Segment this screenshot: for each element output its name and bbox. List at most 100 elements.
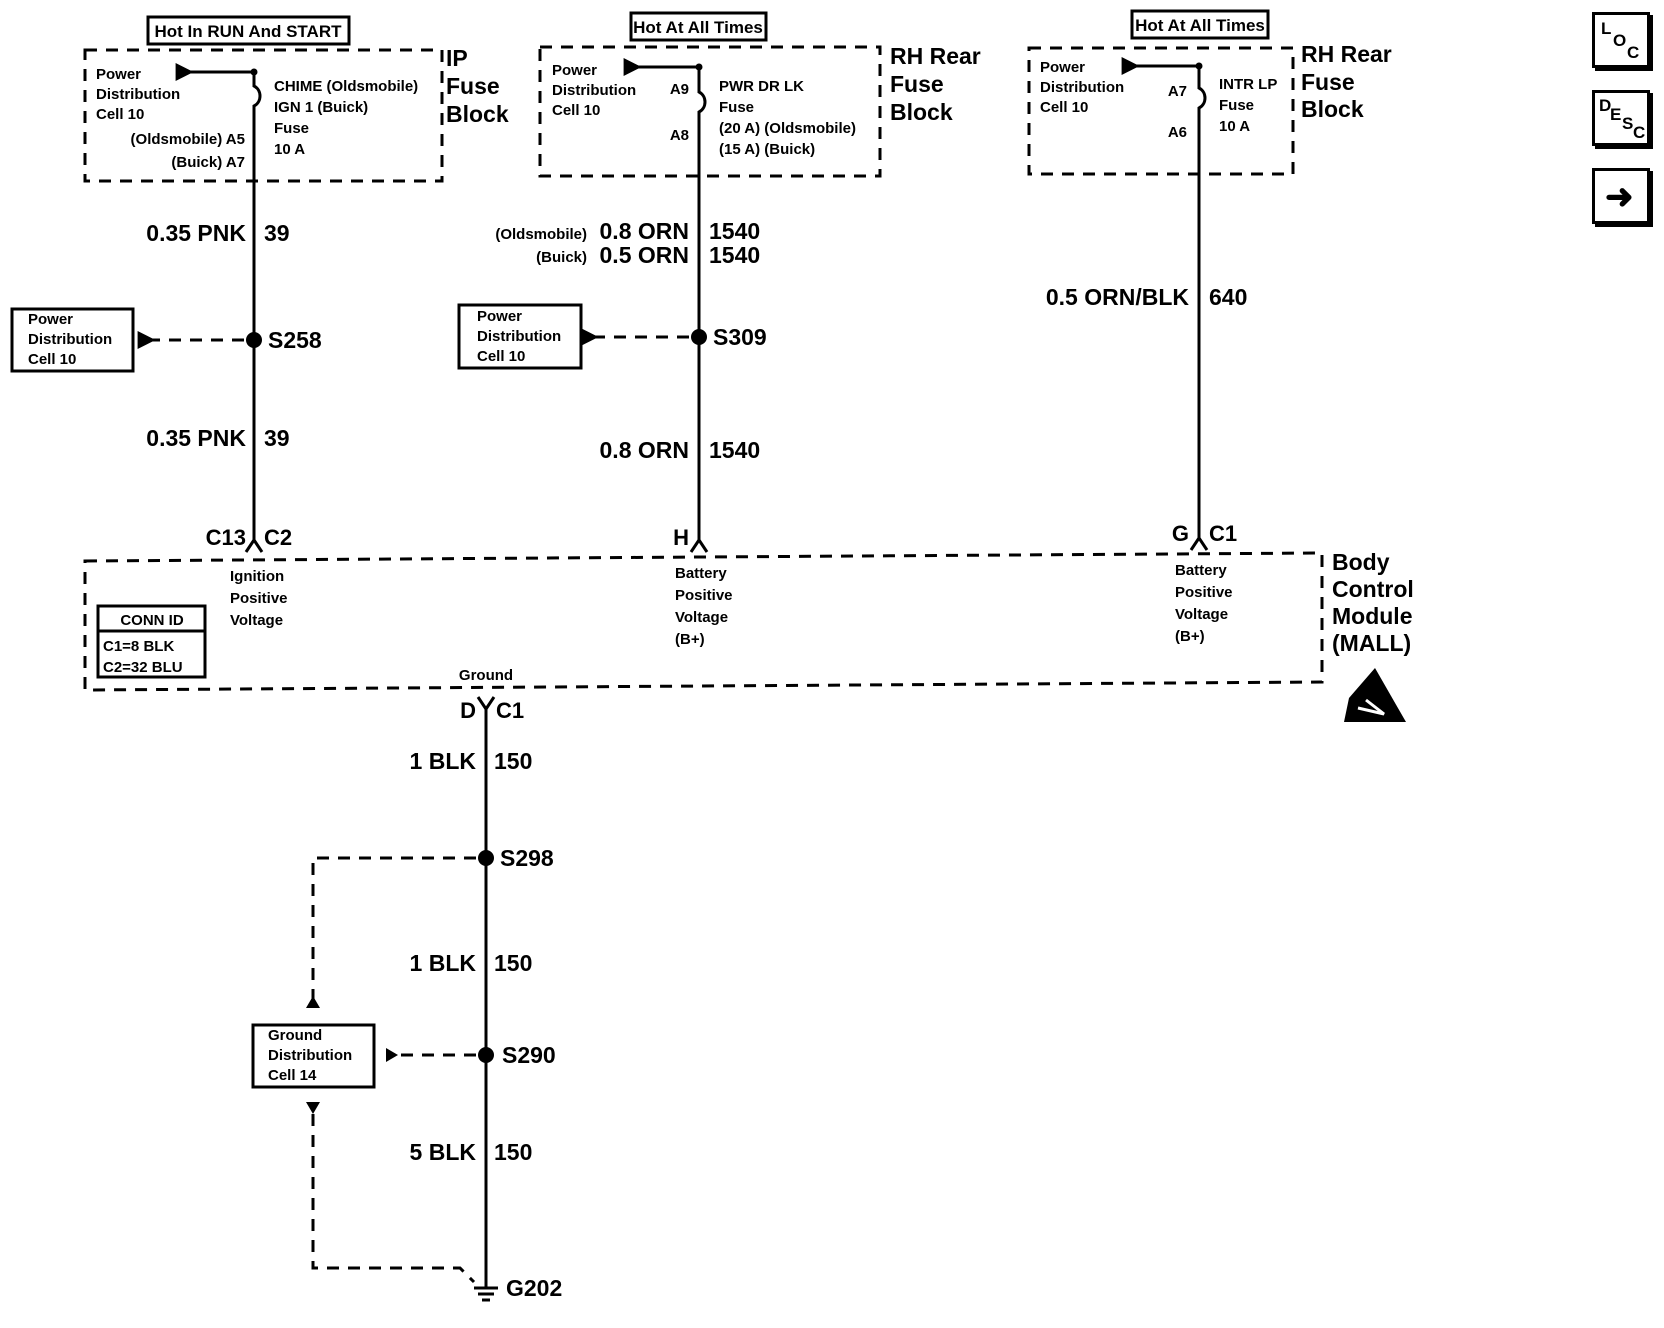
wire-label-circuit: 39 (264, 220, 290, 246)
body-control-module: Body Control Module (MALL) Ignition Posi… (83, 549, 1420, 722)
connector-symbol (689, 537, 709, 553)
pin-top: A7 (1168, 83, 1187, 100)
connector-symbol (1189, 535, 1209, 551)
pin-top: A9 (670, 81, 689, 98)
fuse-block-outline (538, 45, 882, 178)
conn-id-c2: C2=32 BLU (103, 659, 183, 676)
fuse-symbol (252, 72, 262, 181)
pd-ref: Power Distribution Cell 10 (96, 66, 184, 123)
fuse-block-outline (1027, 46, 1295, 176)
hot-label-box (1130, 9, 1270, 40)
pin-oldsmobile: (Oldsmobile) A5 (131, 131, 245, 148)
conn-id-title: CONN ID (120, 612, 184, 629)
wire-label-color: 0.35 PNK (146, 425, 246, 451)
splice-s298 (478, 850, 494, 866)
splice-s258 (246, 332, 262, 348)
fuse-desc: PWR DR LK Fuse (20 A) (Oldsmobile) (15 A… (719, 78, 860, 158)
ground-dist-box (251, 1023, 376, 1089)
variant-note: (Buick) (536, 249, 587, 266)
ground-ref-arrow (386, 1048, 398, 1062)
fuse-symbol (697, 67, 707, 176)
ground-dist-box-text: Ground Distribution Cell 14 (268, 1027, 356, 1084)
wire-label-circuit: 150 (494, 1139, 532, 1165)
desc-letter: C (1633, 123, 1646, 142)
ground-pin-desc: Ground (459, 667, 513, 684)
wire-label-color: 1 BLK (410, 748, 477, 774)
wire-label-circuit: 150 (494, 950, 532, 976)
fuse-block-name: RH Rear Fuse Block (890, 43, 987, 125)
pin-bottom: A6 (1168, 124, 1187, 141)
fuse-block-name: IP Fuse Block (446, 45, 509, 127)
conn-id-c1: C1=8 BLK (103, 638, 174, 655)
loc-button[interactable]: L O C (1592, 12, 1650, 68)
esd-warning-icon (1344, 668, 1406, 722)
pin-label: C13 (206, 525, 246, 550)
arrow-right-icon: ➜ (1605, 178, 1634, 216)
next-button[interactable]: ➜ (1592, 168, 1650, 224)
fuse-block-name: RH Rear Fuse Block (1301, 41, 1398, 122)
ground-ref-arrow (306, 1102, 320, 1114)
wire-label-color: 0.5 ORN/BLK (1046, 284, 1190, 310)
conn-id-box (96, 604, 207, 679)
wire-label-circuit: 1540 (709, 218, 760, 244)
ground-label: G202 (506, 1275, 562, 1301)
splice-label: S309 (713, 324, 767, 350)
pin-buick: (Buick) A7 (171, 154, 245, 171)
pd-ref-box-text: Power Distribution Cell 10 (28, 311, 116, 368)
desc-letter: D (1599, 96, 1612, 115)
loc-letter: L (1601, 19, 1612, 38)
pd-ref-box (457, 303, 583, 370)
fuse-symbol (1197, 66, 1207, 174)
wire-label-color: 0.5 ORN (600, 242, 689, 268)
right-source: Hot At All Times RH Rear Fuse Block Powe… (1027, 9, 1398, 176)
desc-letter: S (1622, 114, 1634, 133)
ground-symbol-icon (474, 1286, 498, 1302)
bcm-outline (83, 551, 1324, 692)
wire-label-color: 0.8 ORN (600, 437, 689, 463)
splice-s290 (478, 1047, 494, 1063)
pin-label: D (460, 698, 476, 723)
bcm-pin-desc-ignition: Ignition Positive Voltage (230, 568, 292, 629)
connector-label: C2 (264, 525, 292, 550)
hot-label-box (146, 15, 351, 46)
middle-source: Hot At All Times RH Rear Fuse Block Powe… (538, 11, 987, 178)
wire-label-color: 5 BLK (410, 1139, 477, 1165)
splice-label: S298 (500, 845, 554, 871)
connector-symbol (244, 537, 264, 553)
wire-label-color: 0.8 ORN (600, 218, 689, 244)
wire-label-circuit: 1540 (709, 437, 760, 463)
pd-ref-box (10, 307, 135, 373)
ground-ref-arrow (306, 996, 320, 1008)
wire-label-color: 1 BLK (410, 950, 477, 976)
pd-ref-box-text: Power Distribution Cell 10 (477, 308, 565, 365)
splice-label: S258 (268, 327, 322, 353)
pd-ref: Power Distribution Cell 10 (552, 62, 640, 119)
variant-note: (Oldsmobile) (495, 226, 587, 243)
hot-label: Hot In RUN And START (155, 22, 343, 41)
desc-letter: E (1610, 105, 1622, 124)
wire-label-circuit: 39 (264, 425, 290, 451)
pin-label: H (673, 525, 689, 550)
wire-label-color: 0.35 PNK (146, 220, 246, 246)
hot-label-box (629, 11, 768, 42)
fuse-block-outline (83, 48, 444, 183)
connector-label: C1 (496, 698, 524, 723)
wire-label-circuit: 1540 (709, 242, 760, 268)
loc-letter: C (1627, 43, 1640, 62)
bcm-pin-desc-battery: Battery Positive Voltage (B+) (1175, 562, 1237, 645)
hot-label: Hot At All Times (633, 18, 763, 37)
wire-label-circuit: 640 (1209, 284, 1247, 310)
bcm-name: Body Control Module (MALL) (1332, 549, 1420, 656)
loc-letter: O (1613, 31, 1627, 50)
hot-label: Hot At All Times (1135, 16, 1265, 35)
splice-s309 (691, 329, 707, 345)
connector-label: C1 (1209, 521, 1237, 546)
ground-ref-line (311, 856, 476, 1008)
left-source: Hot In RUN And START IP Fuse Block Power… (83, 15, 509, 183)
fuse-desc: CHIME (Oldsmobile) IGN 1 (Buick) Fuse 10… (274, 78, 422, 158)
desc-button[interactable]: D E S C (1592, 90, 1650, 146)
pin-bottom: A8 (670, 127, 689, 144)
pin-label: G (1172, 521, 1189, 546)
wire-label-circuit: 150 (494, 748, 532, 774)
